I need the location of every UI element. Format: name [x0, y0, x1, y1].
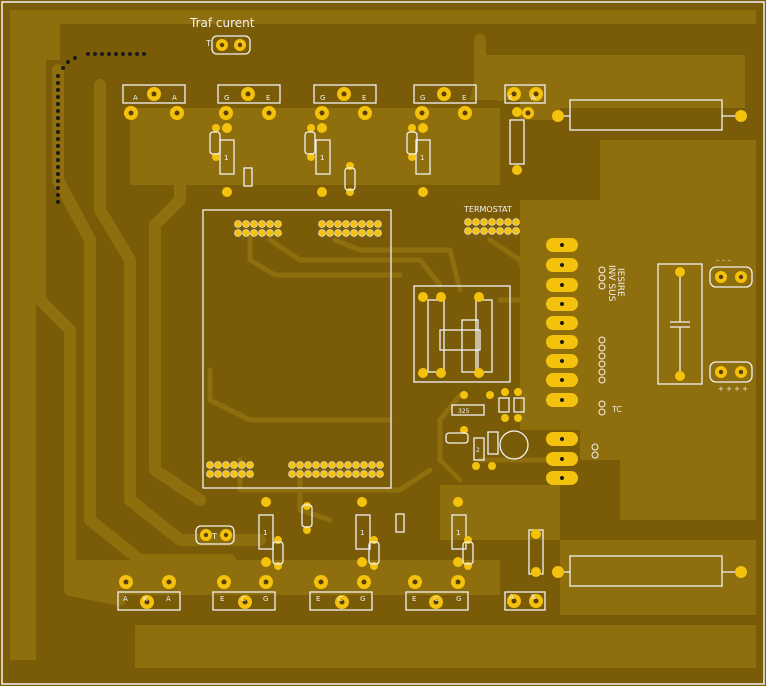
- terminal-label: A: [172, 94, 177, 102]
- terminal-label: G: [456, 595, 461, 603]
- pin-header-left: [56, 52, 146, 204]
- svg-text:325: 325: [458, 408, 470, 415]
- terminal-label: C: [434, 595, 439, 603]
- terminal-label: K: [531, 593, 536, 601]
- terminal-label: A: [531, 94, 536, 102]
- svg-text:1: 1: [360, 529, 364, 537]
- plus-label: + + + +: [718, 385, 748, 393]
- terminal-label: C: [338, 595, 343, 603]
- terminal-block-bottom-5: A K: [504, 591, 546, 611]
- traf-curent-connector: Traf curent T: [189, 16, 255, 55]
- terminal-block-bottom-4: E C G: [405, 575, 469, 611]
- traf-curent-label: Traf curent: [189, 16, 255, 30]
- terminal-label: A: [133, 94, 138, 102]
- svg-text:1: 1: [456, 529, 460, 537]
- terminal-label: E: [412, 595, 416, 603]
- terminal-block-bottom-1: A K A: [117, 575, 181, 611]
- minus-label: – – –: [716, 256, 731, 264]
- iesire-label: IESIRE: [615, 268, 625, 297]
- svg-text:2: 2: [476, 447, 480, 454]
- t-connector-bottom: T: [195, 525, 235, 545]
- terminal-label: E: [266, 94, 270, 102]
- terminal-label: G: [360, 595, 365, 603]
- t-label-top: T: [205, 39, 211, 48]
- terminal-label: E: [316, 595, 320, 603]
- t-label-bottom: T: [211, 532, 217, 541]
- terminal-label: K: [508, 94, 513, 102]
- termostat-connector: TERMOSTAT: [463, 205, 520, 235]
- terminal-block-top-2: G E: [217, 84, 281, 120]
- svg-text:1: 1: [420, 154, 424, 162]
- terminal-label: A: [166, 595, 171, 603]
- terminal-block-top-5: K A: [504, 84, 546, 119]
- power-terminals: – – – + + + +: [709, 256, 753, 393]
- small-components: [209, 131, 525, 565]
- terminal-block-bottom-3: E C G: [309, 575, 373, 611]
- bottom-terminal-blocks: A K A E C G E C G E C: [117, 575, 546, 611]
- terminal-label: E: [462, 94, 466, 102]
- terminal-label: G: [320, 94, 325, 102]
- shunt-resistor-top-outline: [569, 99, 723, 131]
- terminal-label: A: [509, 593, 514, 601]
- terminal-label: G: [224, 94, 229, 102]
- shunt-resistor-bottom-outline: [569, 555, 723, 587]
- terminal-block-bottom-2: E C G: [212, 575, 276, 611]
- terminal-label: E: [220, 595, 224, 603]
- svg-text:1: 1: [263, 529, 267, 537]
- terminal-label: A: [123, 595, 128, 603]
- svg-text:1: 1: [224, 154, 228, 162]
- microcontroller-outline: [202, 209, 392, 489]
- terminal-label: G: [263, 595, 268, 603]
- transformer-outline: [413, 285, 511, 383]
- terminal-label: G: [420, 94, 425, 102]
- output-pads: [546, 238, 578, 485]
- terminal-label: K: [143, 595, 148, 603]
- svg-text:1: 1: [320, 154, 324, 162]
- inv-sus-label: INV SUS: [606, 265, 616, 302]
- top-terminal-blocks: A A G E G E G E: [122, 84, 546, 120]
- terminal-block-top-3: G E: [313, 84, 377, 120]
- resistor-labels: 1 1 1 1 1 1 325 2: [224, 154, 480, 537]
- mcu-pins: [206, 220, 384, 478]
- terminal-block-top-1: A A: [122, 84, 186, 120]
- termostat-label: TERMOSTAT: [463, 205, 512, 214]
- terminal-label: E: [362, 94, 366, 102]
- terminal-label: C: [241, 595, 246, 603]
- copper-pour: [10, 10, 756, 668]
- capacitor-outline: [657, 263, 703, 385]
- terminal-block-top-4: G E: [413, 84, 477, 120]
- tc-label: TC: [611, 405, 622, 414]
- through-hole-pads: [212, 107, 747, 578]
- output-labels: IESIRE INV SUS TC: [591, 265, 625, 459]
